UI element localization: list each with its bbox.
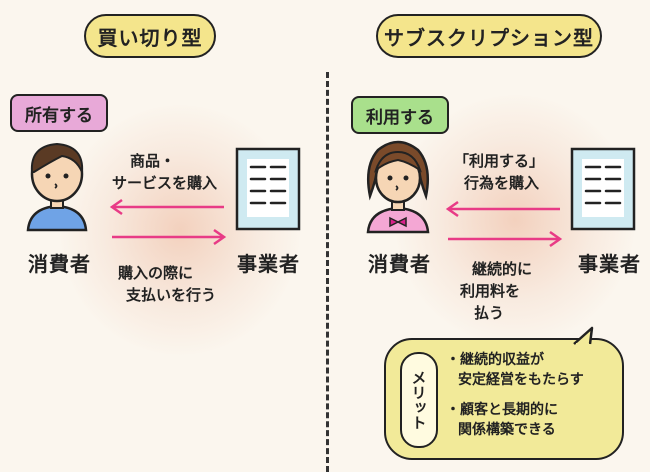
right-top-caption-line-2: 行為を購入 [464,174,540,192]
left-bottom-caption-line-1: 購入の際に [118,264,194,282]
left-arrow-to-business [112,228,227,246]
right-consumer-label: 消費者 [368,252,431,276]
left-business-label: 事業者 [237,252,300,276]
right-bottom-caption-line-1: 継続的に [472,260,533,278]
left-arrow-to-consumer [109,198,224,216]
left-bottom-caption: 購入の際に 支払いを行う [118,262,216,306]
right-business-label: 事業者 [578,252,641,276]
left-title: 買い切り型 [84,14,216,58]
merit-item-4: 関係構築できる [458,422,556,438]
center-divider [326,72,329,472]
right-top-caption-line-1: 「利用する」 [454,152,545,170]
left-top-caption-line-2: サービスを購入 [112,174,218,192]
left-tag-own: 所有する [10,94,108,132]
right-top-caption: 「利用する」 行為を購入 [454,150,544,194]
right-bottom-caption: 継続的に 利用料を 払う [460,258,532,324]
merit-item-1: ・継続的収益が [446,352,544,368]
left-top-caption: 商品・ サービスを購入 [112,150,217,194]
right-bottom-caption-line-3: 払う [474,304,505,322]
right-arrow-to-consumer [445,200,560,218]
left-bottom-caption-line-2: 支払いを行う [126,286,217,304]
right-arrow-to-business [448,230,563,248]
merit-tag: メリット [400,352,438,448]
left-top-caption-line-1: 商品・ [130,152,176,170]
right-title: サブスクリプション型 [376,14,602,58]
merit-item-2: 安定経営をもたらす [458,372,584,388]
merit-item-3: ・顧客と長期的に [446,402,558,418]
merit-box-pointer [573,326,594,347]
document-icon [235,147,301,231]
male-consumer-icon [26,142,88,232]
female-consumer-icon [366,140,430,234]
right-bottom-caption-line-2: 利用料を [460,282,521,300]
left-consumer-label: 消費者 [28,252,91,276]
document-icon [570,147,636,231]
right-tag-use: 利用する [351,96,449,134]
